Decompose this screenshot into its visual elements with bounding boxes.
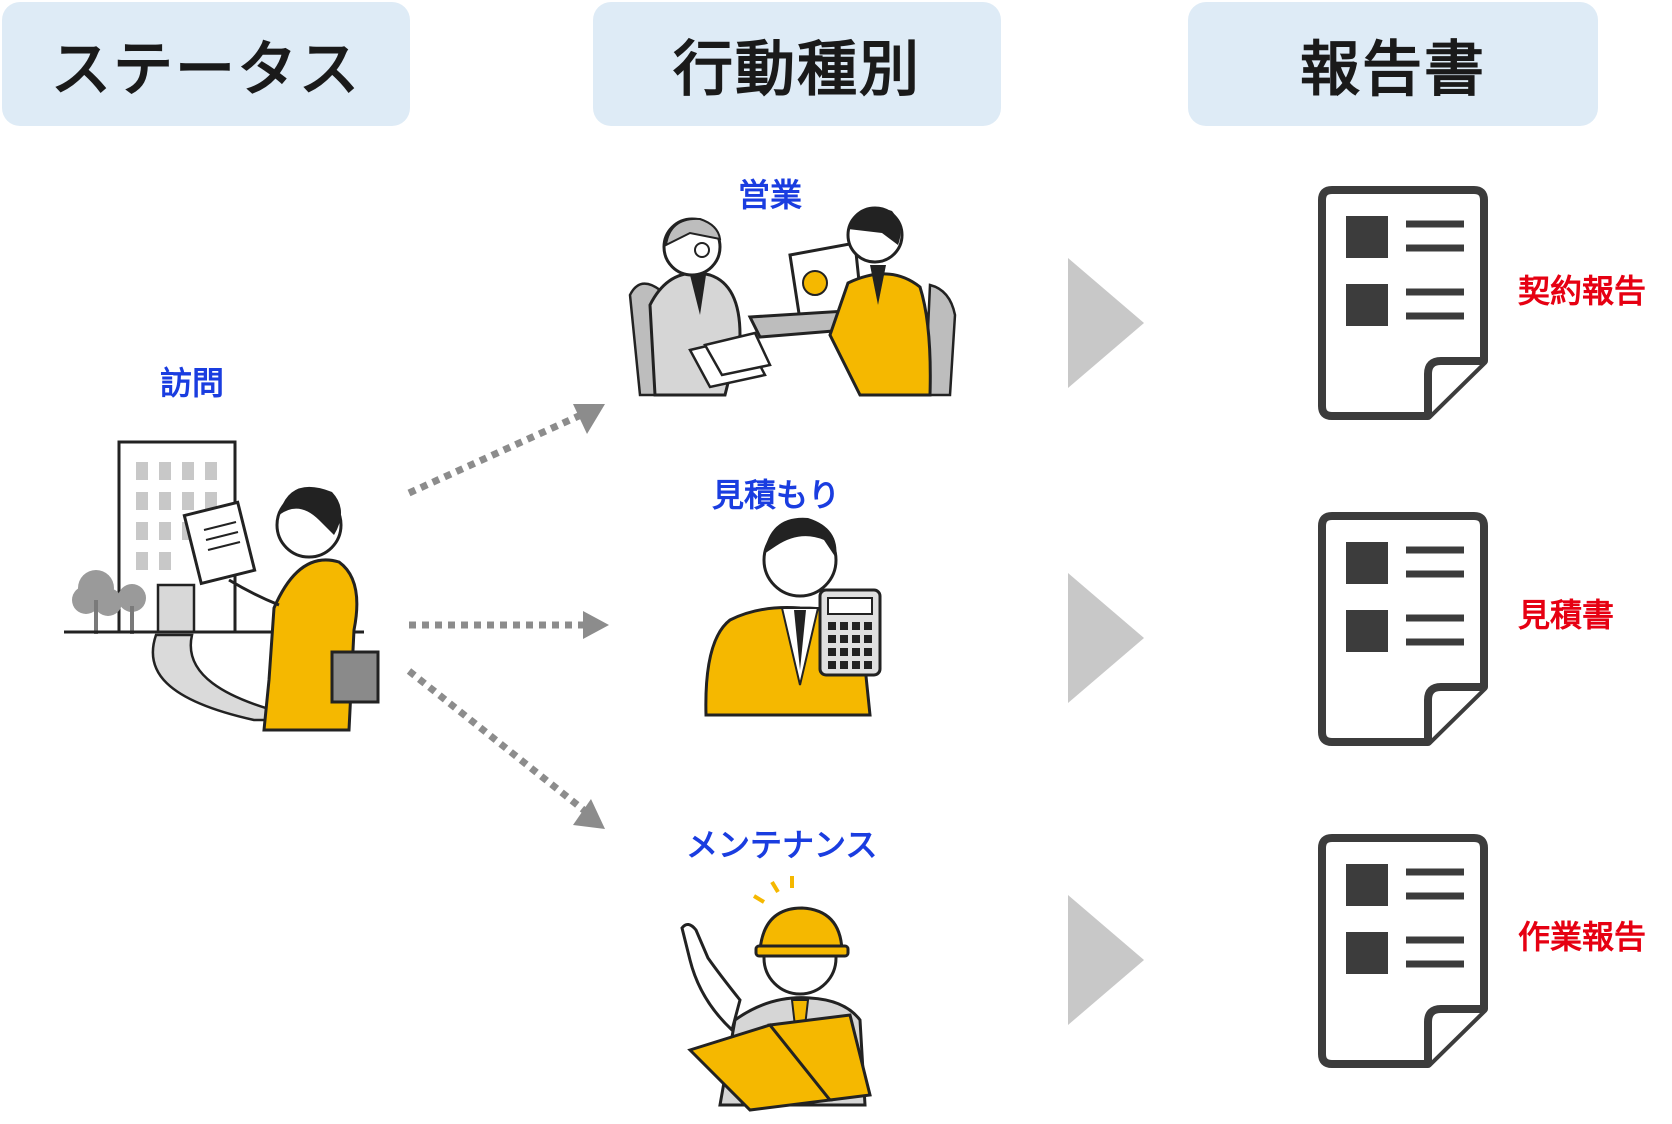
report-label-estimate: 見積書 [1518, 596, 1615, 634]
report-label-work: 作業報告 [1518, 918, 1647, 956]
dotted-arrow-to-maintenance [406, 668, 605, 829]
sales-meeting-illustration [628, 206, 957, 397]
action-label-maintenance: メンテナンス [686, 826, 878, 864]
document-icon-contract [1318, 186, 1488, 420]
visit-label: 訪問 [160, 364, 225, 402]
header-action-type: 行動種別 [593, 2, 1001, 126]
arrow-right-1 [1068, 258, 1144, 388]
document-icon-estimate [1318, 512, 1488, 746]
action-label-sales: 営業 [738, 176, 803, 214]
arrow-right-3 [1068, 895, 1144, 1025]
action-label-estimate: 見積もり [712, 476, 841, 514]
maintenance-worker-illustration [680, 876, 872, 1112]
report-label-contract: 契約報告 [1518, 272, 1647, 310]
header-report: 報告書 [1188, 2, 1598, 126]
dotted-arrow-to-sales [407, 404, 605, 497]
header-status: ステータス [2, 2, 410, 126]
arrow-right-2 [1068, 573, 1144, 703]
visit-illustration [64, 440, 380, 732]
dotted-arrow-to-estimate [409, 611, 609, 639]
document-icon-work [1318, 834, 1488, 1068]
calculator-illustration [704, 517, 882, 717]
